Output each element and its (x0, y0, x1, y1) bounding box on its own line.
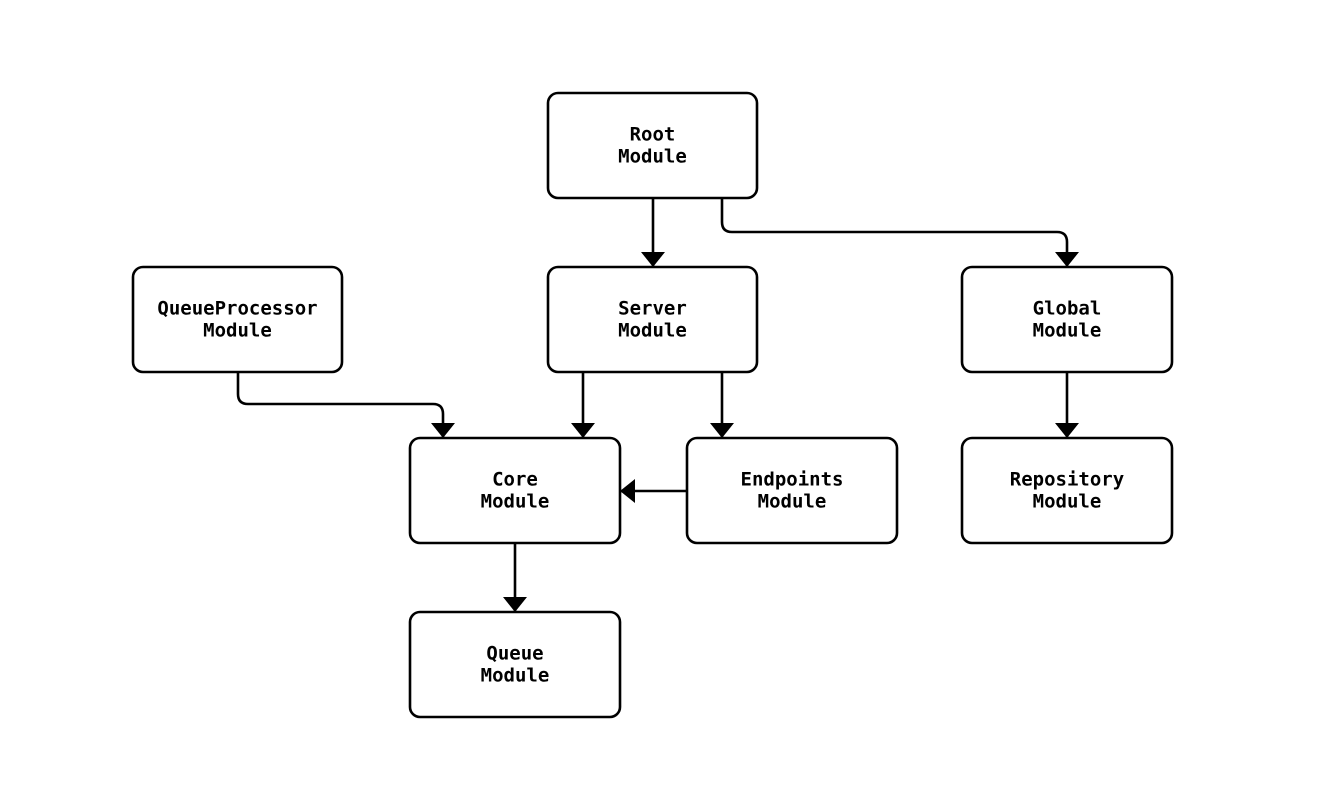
node-label-global-line0: Global (1033, 298, 1102, 320)
node-label-core-line0: Core (492, 469, 538, 491)
node-box-queueprocessor (131, 265, 344, 374)
node-label-queue-line1: Module (481, 665, 550, 687)
node-label-root-line0: Root (630, 124, 676, 146)
node-box-server (546, 265, 759, 374)
node-box-endpoints (685, 436, 899, 545)
node-box-core (408, 436, 622, 545)
node-label-server-line0: Server (618, 298, 687, 320)
node-box-global (960, 265, 1174, 374)
node-label-server-line1: Module (618, 320, 687, 342)
node-label-endpoints-line1: Module (758, 491, 827, 513)
node-label-queueprocessor-line0: QueueProcessor (157, 298, 317, 320)
edge-queueprocessor-core (236, 372, 455, 438)
node-label-repository-line0: Repository (1010, 469, 1124, 491)
node-label-repository-line1: Module (1033, 491, 1102, 513)
node-label-queue-line0: Queue (486, 643, 543, 665)
node-label-queueprocessor-line1: Module (203, 320, 272, 342)
node-label-endpoints-line0: Endpoints (741, 469, 844, 491)
edges-layer (236, 198, 1079, 612)
edge-root-global (720, 198, 1079, 267)
node-label-core-line1: Module (481, 491, 550, 513)
node-box-repository (960, 436, 1174, 545)
node-label-root-line1: Module (618, 146, 687, 168)
node-label-global-line1: Module (1033, 320, 1102, 342)
nodes-layer: RootModuleQueueProcessorModuleServerModu… (131, 91, 1174, 719)
node-box-queue (408, 610, 622, 719)
node-box-root (546, 91, 759, 200)
